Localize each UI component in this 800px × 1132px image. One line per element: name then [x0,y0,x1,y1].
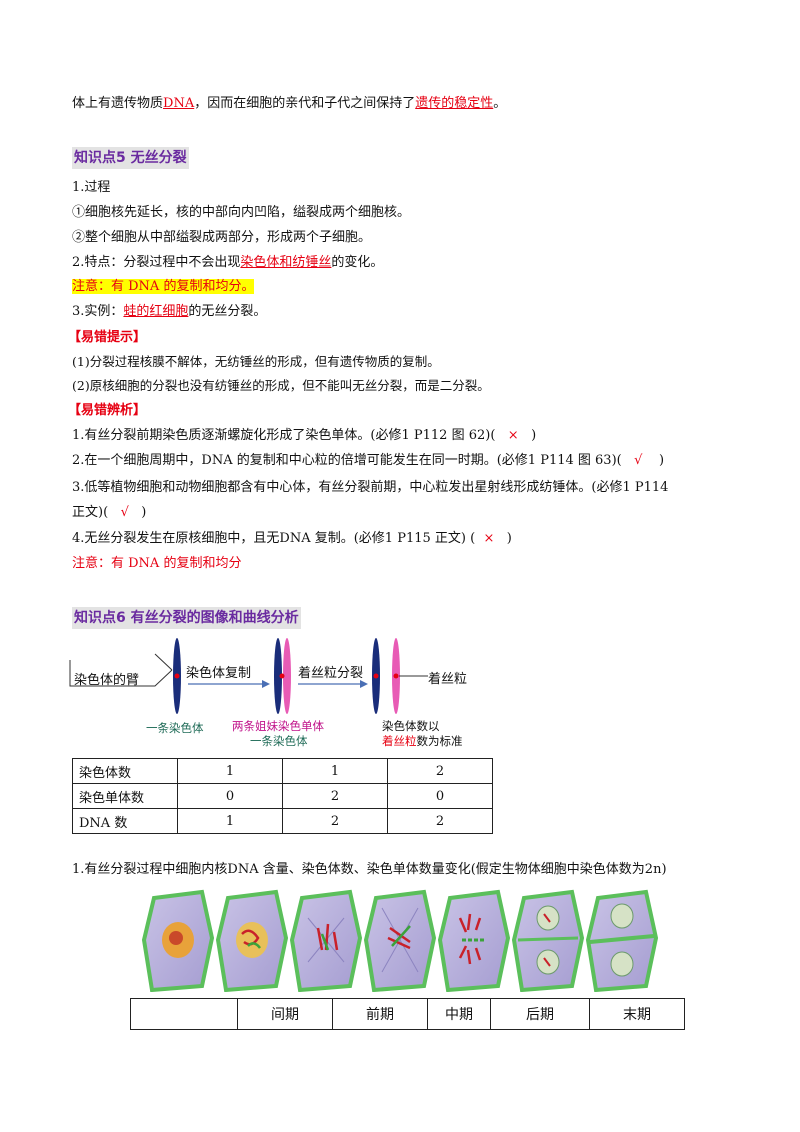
label-one-chromosome: 一条染色体 [146,721,204,735]
table-cell: 2 [282,783,388,809]
phase-header-cell: 前期 [332,998,428,1030]
cell-prophase [215,889,289,993]
feature-term: 染色体和纺锤丝 [240,255,332,270]
phase-header-row: 间期前期中期后期末期 [130,998,685,1030]
term-stability: 遗传的稳定性 [415,96,494,111]
centromere-dot-3 [373,673,379,679]
chromosome-diagram: 染色体的臂 染色体复制 着丝粒分裂 着丝粒 一条染色体 两条姐妹染色单体 一条染… [60,632,500,752]
section5-heading: 知识点5 无丝分裂 [72,147,189,169]
label-sisters: 两条姐妹染色单体 [232,719,324,733]
label-count-2: 着丝粒数为标准 [382,734,463,748]
table-cell: 2 [387,758,493,784]
row-label: DNA 数 [72,808,178,834]
tip-2: (2)原核细胞的分裂也没有纺锤丝的形成，但不能叫无丝分裂，而是二分裂。 [72,378,490,393]
phase-table: 间期前期中期后期末期 [130,998,685,1030]
table-cell: 1 [177,758,283,784]
sister-chromatid-b [283,638,291,714]
answer-mark-4: × [483,531,495,546]
sister-chromatid-a [274,638,282,714]
mitosis-cells-figure [140,888,670,993]
analysis-title: 【易错辨析】 [68,403,147,418]
tip-1: (1)分裂过程核膜不解体，无纺锤丝的形成，但有遗传物质的复制。 [72,354,440,369]
label-replicate: 染色体复制 [186,666,252,681]
label-arm: 染色体的臂 [74,673,140,688]
table-cell: 1 [177,808,283,834]
cell-interphase [141,889,215,993]
phase-header-cell: 后期 [490,998,590,1030]
row-label: 染色单体数 [72,783,178,809]
row-label: 染色体数 [72,758,178,784]
mitosis-cells-svg [141,889,659,993]
example-term: 蛙的红细胞 [123,304,189,319]
answer-mark-3: √ [120,505,129,520]
example-line: 3.实例：蛙的红细胞的无丝分裂。 [72,304,267,319]
cell-telophase [511,889,585,993]
process-title: 1.过程 [72,180,111,195]
chromosome-diagram-svg [69,638,428,714]
label-sisters-one: 一条染色体 [250,734,308,748]
arm-pointer [154,653,173,671]
label-count-1: 染色体数以 [382,719,440,733]
feature-line: 2.特点：分裂过程中不会出现染色体和纺锤丝的变化。 [72,255,384,270]
process-step2: ②整个细胞从中部缢裂成两部分，形成两个子细胞。 [72,230,372,245]
table-cell: 2 [282,808,388,834]
question-2: 2.在一个细胞周期中，DNA 的复制和中心粒的倍增可能发生在同一时期。(必修1 … [72,453,665,468]
cell-prometaphase [289,889,363,993]
intro-line: 体上有遗传物质DNA，因而在细胞的亲代和子代之间保持了遗传的稳定性。 [72,96,507,111]
centromere-dot-1 [174,673,180,679]
answer-mark-1: × [507,428,519,443]
arm-bracket [69,660,173,687]
arrow-head-2 [360,680,368,688]
process-step1: ①细胞核先延长，核的中部向内凹陷，缢裂成两个细胞核。 [72,205,411,220]
phase-header-cell: 间期 [237,998,333,1030]
answer-mark-2: √ [634,453,643,468]
label-split: 着丝粒分裂 [298,666,364,681]
table-cell: 2 [387,808,493,834]
question-1: 1.有丝分裂前期染色质逐渐螺旋化形成了染色单体。(必修1 P112 图 62)(… [72,428,537,443]
question-3a: 3.低等植物细胞和动物细胞都含有中心体，有丝分裂前期，中心粒发出星射线形成纺锤体… [72,480,669,495]
centromere-dot-4 [393,673,399,679]
table-cell: 0 [177,783,283,809]
note-highlight: 注意：有 DNA 的复制和均分。 [72,279,255,294]
note-2: 注意：有 DNA 的复制和均分 [72,556,242,571]
label-centromere: 着丝粒 [428,672,468,687]
phase-header-cell [130,998,238,1030]
question-4: 4.无丝分裂发生在原核细胞中，且无DNA 复制。(必修1 P115 正文) ( … [72,531,512,546]
question-3b: 正文)( √ ) [72,505,147,520]
table-cell: 0 [387,783,493,809]
term-dna: DNA [163,96,195,111]
question-mitosis: 1.有丝分裂过程中细胞内核DNA 含量、染色体数、染色单体数量变化(假定生物体细… [72,862,667,877]
cell-metaphase [363,889,437,993]
centromere-dot-2 [279,673,285,679]
cell-anaphase [437,889,511,993]
phase-header-cell: 中期 [427,998,491,1030]
table-cell: 1 [282,758,388,784]
arrow-head-1 [262,680,270,688]
tip-title: 【易错提示】 [68,330,147,345]
phase-header-cell: 末期 [589,998,685,1030]
section6-heading: 知识点6 有丝分裂的图像和曲线分析 [72,607,301,629]
cell-daughters [585,889,659,993]
